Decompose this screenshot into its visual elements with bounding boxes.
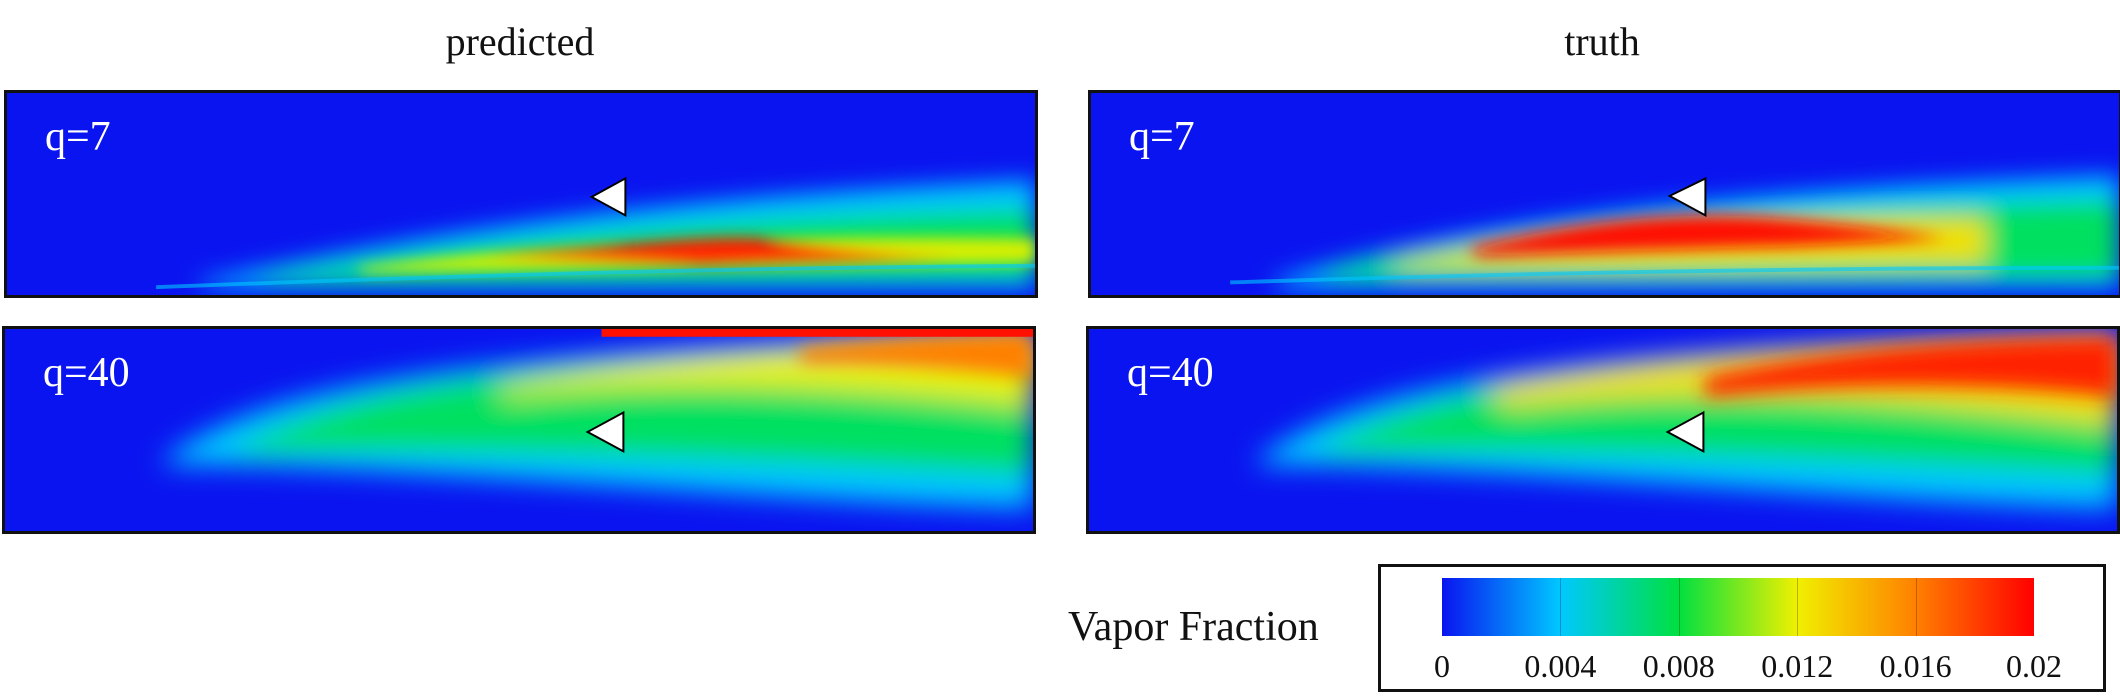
predicted-q40-label: q=40 — [43, 350, 130, 396]
colorbar-divider — [1797, 578, 1799, 636]
truth-q7-panel: q=7 — [1088, 90, 2120, 298]
truth-q40-label: q=40 — [1127, 350, 1214, 396]
colorbar-gradient — [1442, 578, 2034, 636]
truth-q40-panel: q=40 — [1086, 326, 2120, 534]
colorbar-divider — [1560, 578, 1562, 636]
colorbar-tick: 0.012 — [1761, 648, 1834, 684]
colorbar-divider — [1915, 578, 1917, 636]
predicted-q40-panel: q=40 — [2, 326, 1036, 534]
colorbar-tick: 0.02 — [2006, 648, 2062, 684]
colorbar-tick: 0.016 — [1879, 648, 1952, 684]
predicted-q7-label: q=7 — [45, 114, 111, 160]
truth-title: truth — [1564, 19, 1640, 64]
colorbar-tick: 0 — [1434, 648, 1450, 684]
colorbar-tick: 0.004 — [1524, 648, 1597, 684]
predicted-title: predicted — [445, 19, 595, 64]
colorbar-tick: 0.008 — [1642, 648, 1715, 684]
colorbar-divider — [1678, 578, 1680, 636]
colorbar-title: Vapor Fraction — [1068, 604, 1319, 650]
truth-q7-label: q=7 — [1129, 114, 1195, 160]
predicted-q7-panel: q=7 — [4, 90, 1038, 298]
